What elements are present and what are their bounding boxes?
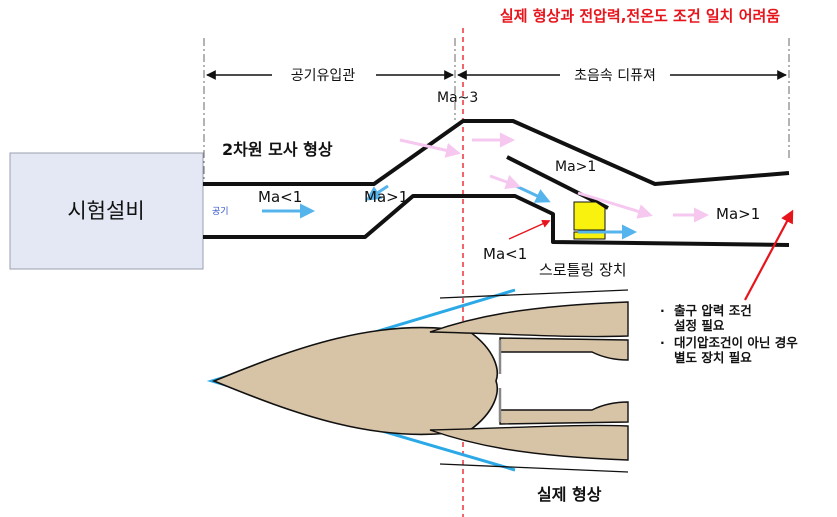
flow-arrow-throttle-in [515,184,551,203]
note-atmospheric: 대기압조건이 아닌 경우 별도 장치 필요 [660,335,835,365]
inlet-label-bg [272,64,376,84]
outer-lip-lower [439,463,629,473]
flow-arrow-pink-3 [489,174,521,190]
duct-upper-wall [203,119,790,186]
exit-condition-notes: 출구 압력 조건 설정 필요 대기압조건이 아닌 경우 별도 장치 필요 [660,303,835,367]
upper-inner-body [499,337,629,361]
mach3-label: Ma~3 [437,90,478,106]
test-facility-label: 시험설비 [67,199,144,223]
center-body [211,326,498,436]
duct-lower-wall [203,194,790,247]
mach-lt1-throttle-label: Ma<1 [483,245,527,263]
red-arrow-throttle [508,219,551,240]
red-arrow-exit [744,209,794,301]
note-line: 별도 장치 필요 [674,350,752,365]
model-2d-label: 2차원 모사 형상 [222,140,333,159]
flow-arrow-pink-4 [577,191,653,219]
flow-arrow-ramp [365,184,389,201]
upper-cowl [429,301,629,338]
note-line: 출구 압력 조건 [674,303,752,318]
lower-inner-body [499,401,629,425]
mach-lt1-inlet-label: Ma<1 [258,188,302,206]
mach-gt1-exit-label: Ma>1 [716,205,760,223]
real-shape-label: 실제 형상 [537,485,602,504]
diffuser-section-label: 초음속 디퓨져 [574,68,656,84]
inlet-section-label: 공기유입관 [291,68,356,84]
inner-ramp-wall [506,155,609,210]
diffuser-label-bg [560,64,670,84]
air-label: 공기 [212,206,229,217]
note-line: 설정 필요 [674,318,725,333]
note-line: 대기압조건이 아닌 경우 [674,335,798,350]
note-outlet-pressure: 출구 압력 조건 설정 필요 [660,303,835,333]
lower-cowl [429,424,629,461]
throttle-label: 스로틀링 장치 [539,261,627,279]
outer-lip-upper [439,289,629,299]
mach-gt1-upper-label: Ma>1 [555,159,596,175]
flow-arrow-pink-1 [399,138,461,158]
test-facility-box [9,152,204,270]
mach-gt1-inlet-label: Ma>1 [364,188,408,206]
title-text: 실제 형상과 전압력,전온도 조건 일치 어려움 [500,7,780,25]
throttle-device [573,201,606,231]
